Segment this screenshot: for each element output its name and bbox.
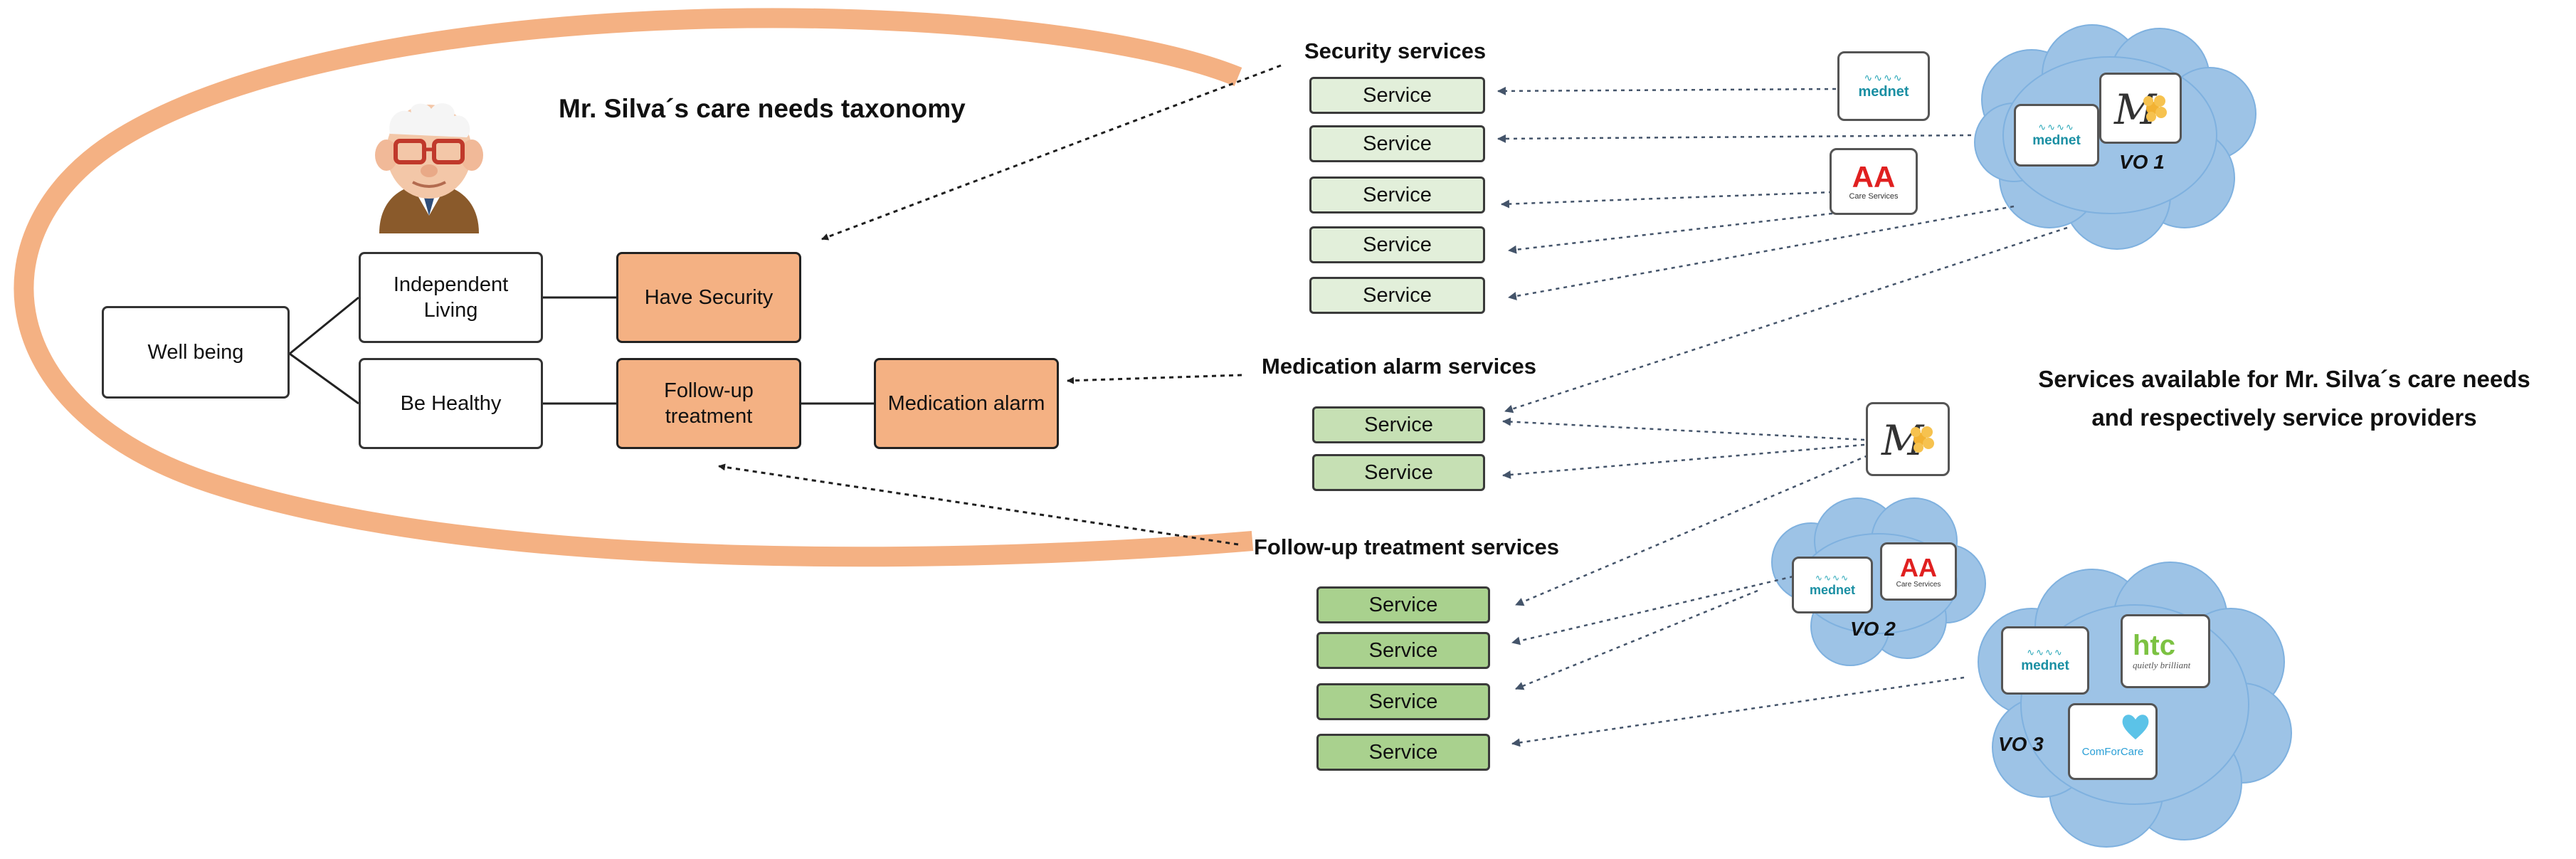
followup-services-heading: Follow-up treatment services (1254, 534, 1559, 559)
security-service-2: Service (1309, 125, 1485, 162)
aa-care-logo-standalone: AA Care Services (1830, 148, 1918, 215)
followup-service-4: Service (1316, 734, 1490, 771)
medication-service-1: Service (1312, 406, 1485, 443)
node-be-healthy: Be Healthy (359, 358, 543, 449)
vo2-mednet-logo: ∿∿∿∿ mednet (1792, 557, 1873, 613)
medication-service-2: Service (1312, 454, 1485, 491)
aa-subtitle: Care Services (1849, 192, 1899, 201)
aa-wordmark: AA (1852, 160, 1896, 194)
providers-caption: Services available for Mr. Silva´s care … (2038, 366, 2530, 431)
vo1-mednet-logo: ∿∿∿∿ mednet (2014, 104, 2099, 167)
vo3-label: VO 3 (1998, 733, 2044, 755)
m-flower-icon: M (2113, 85, 2167, 134)
node-follow-up-treatment: Follow-up treatment (616, 358, 801, 449)
security-service-3: Service (1309, 176, 1485, 214)
vo2-aa-care-logo: AA Care Services (1880, 542, 1957, 601)
followup-service-2: Service (1316, 632, 1490, 669)
vo1-label: VO 1 (2119, 151, 2165, 173)
mednet-wordmark: mednet (2021, 658, 2069, 673)
aa-subtitle: Care Services (1896, 580, 1941, 589)
mednet-wordmark: mednet (1858, 84, 1909, 100)
htc-wordmark: htc (2133, 630, 2175, 661)
htc-tagline: quietly brilliant (2133, 660, 2191, 670)
vo2-label: VO 2 (1850, 618, 1896, 640)
elderly-man-avatar (375, 103, 483, 233)
medication-services-heading: Medication alarm services (1262, 354, 1536, 379)
security-service-4: Service (1309, 226, 1485, 263)
taxonomy-connectors (289, 296, 874, 405)
security-services-heading: Security services (1304, 38, 1487, 63)
taxonomy-title: Mr. Silva´s care needs taxonomy (559, 94, 966, 123)
node-have-security: Have Security (616, 252, 801, 343)
comforcare-wordmark: ComForCare (2081, 745, 2144, 758)
security-service-1: Service (1309, 77, 1485, 114)
vo3-mednet-logo: ∿∿∿∿ mednet (2001, 626, 2089, 695)
taxonomy-ellipse (14, 8, 1254, 567)
vo1-m-logo: M (2099, 73, 2182, 144)
m-logo-standalone: M (1866, 402, 1950, 476)
mednet-wordmark: mednet (1809, 582, 1855, 597)
heart-icon (2122, 715, 2149, 739)
node-independent-living: Independent Living (359, 252, 543, 343)
vo3-htc-logo: htc quietly brilliant (2121, 614, 2210, 688)
followup-service-1: Service (1316, 586, 1490, 623)
security-service-5: Service (1309, 277, 1485, 314)
aa-wordmark: AA (1900, 552, 1937, 582)
m-flower-icon: M (1881, 416, 1934, 465)
node-medication-alarm: Medication alarm (874, 358, 1059, 449)
mednet-logo-standalone: ∿∿∿∿ mednet (1837, 51, 1930, 121)
node-well-being: Well being (102, 306, 290, 399)
followup-service-3: Service (1316, 683, 1490, 720)
service-to-need-arrows (718, 64, 1282, 546)
mednet-wordmark: mednet (2032, 133, 2081, 148)
provider-to-service-arrows (1497, 86, 2068, 747)
vo3-comforcare-logo: ComForCare (2068, 703, 2158, 780)
